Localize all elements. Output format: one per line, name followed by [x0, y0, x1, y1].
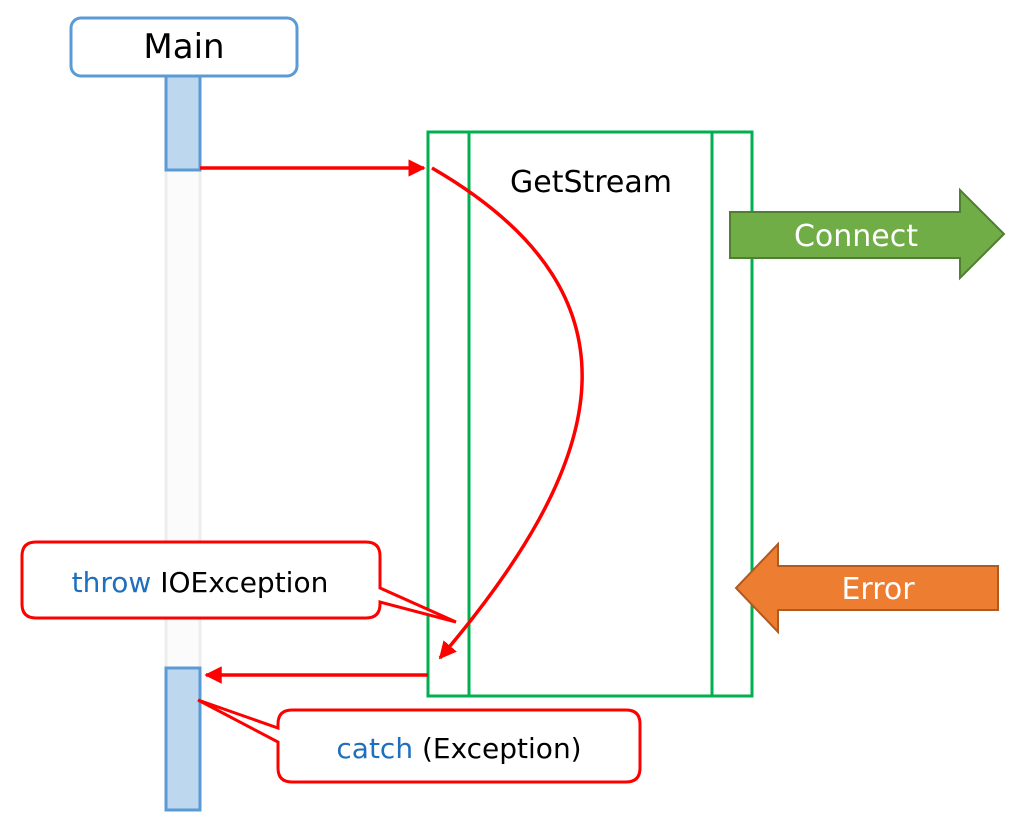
- getstream-title: GetStream: [510, 165, 672, 200]
- error-arrow: Error: [734, 541, 999, 635]
- connect-label: Connect: [794, 219, 918, 254]
- connect-arrow: Connect: [729, 187, 1006, 281]
- activation-bar-top: [164, 74, 202, 172]
- activation-bar-bottom: [164, 666, 202, 812]
- error-label: Error: [841, 572, 915, 607]
- svg-text:catch (Exception): catch (Exception): [336, 732, 581, 765]
- svg-text:throw IOException: throw IOException: [72, 566, 329, 599]
- throw-keyword: throw: [72, 566, 152, 599]
- catch-callout: catch (Exception): [197, 698, 642, 784]
- lifeline-header: Main: [69, 16, 299, 78]
- catch-exception-type: (Exception): [413, 732, 582, 765]
- getstream-box: GetStream: [426, 130, 754, 698]
- throw-callout: throw IOException: [20, 540, 457, 624]
- exception-path-curve: [431, 166, 584, 660]
- catch-keyword: catch: [336, 732, 413, 765]
- lifeline-title: Main: [143, 27, 224, 67]
- throw-exception-type: IOException: [151, 566, 328, 599]
